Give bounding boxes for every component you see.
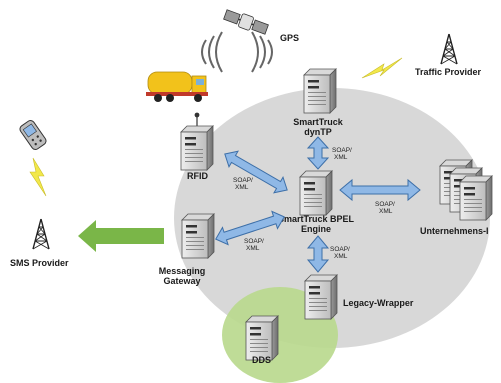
protocol-bottom-line1: SOAP/ <box>330 246 350 253</box>
protocol-left-line1: SOAP/ <box>233 177 253 184</box>
bpel-server-icon <box>299 170 333 216</box>
satellite-icon <box>223 9 269 35</box>
traffic-provider-label: Traffic Provider <box>415 67 482 77</box>
legacy-server-icon <box>304 274 338 320</box>
gps-label: GPS <box>280 33 299 43</box>
protocol-right-line1: SOAP/ <box>375 201 395 208</box>
sms-lightning-icon <box>29 157 47 197</box>
signal-waves-icon <box>201 31 273 73</box>
legacy-wrapper-label: Legacy-Wrapper <box>343 298 414 308</box>
protocol-right-line2: XML <box>379 208 393 215</box>
protocol-left-line2: XML <box>235 184 249 191</box>
messaging-label-line2: Gateway <box>163 276 200 286</box>
protocol-top-line2: XML <box>334 154 348 161</box>
mobile-phone-icon <box>19 120 47 150</box>
dds-label: DDS <box>252 355 271 365</box>
enterprise-label: Unternehmens-I <box>420 226 489 236</box>
traffic-tower-icon <box>440 33 458 65</box>
sms-delivery-arrow <box>78 220 164 252</box>
arrow-messaging-bpel <box>215 210 285 246</box>
protocol-lowleft-line1: SOAP/ <box>244 238 264 245</box>
protocol-lowleft-line2: XML <box>246 245 260 252</box>
bpel-label-line1: SmartTruck BPEL <box>278 214 355 224</box>
dyntp-label-line2: dynTP <box>304 127 332 137</box>
dds-server-icon <box>245 315 279 361</box>
rfid-antenna-icon <box>194 112 200 126</box>
protocol-top-line1: SOAP/ <box>332 147 352 154</box>
truck-icon <box>146 71 208 102</box>
arrow-bpel-enterprise <box>339 178 421 202</box>
bpel-label-line2: Engine <box>301 224 331 234</box>
traffic-lightning-icon <box>361 57 403 79</box>
system-boundary-ellipse <box>174 88 490 348</box>
rfid-server-icon <box>180 125 214 171</box>
messaging-server-icon <box>181 213 215 259</box>
sms-tower-icon <box>32 218 50 250</box>
sms-provider-label: SMS Provider <box>10 258 69 268</box>
arrow-dyntp-bpel <box>306 136 330 170</box>
protocol-bottom-line2: XML <box>334 253 348 260</box>
arrow-rfid-bpel <box>224 150 288 194</box>
messaging-label-line1: Messaging <box>159 266 206 276</box>
dyntp-label-line1: SmartTruck <box>293 117 344 127</box>
rfid-label: RFID <box>187 171 208 181</box>
dyntp-server-icon <box>303 68 337 114</box>
arrow-bpel-legacy <box>306 235 330 273</box>
